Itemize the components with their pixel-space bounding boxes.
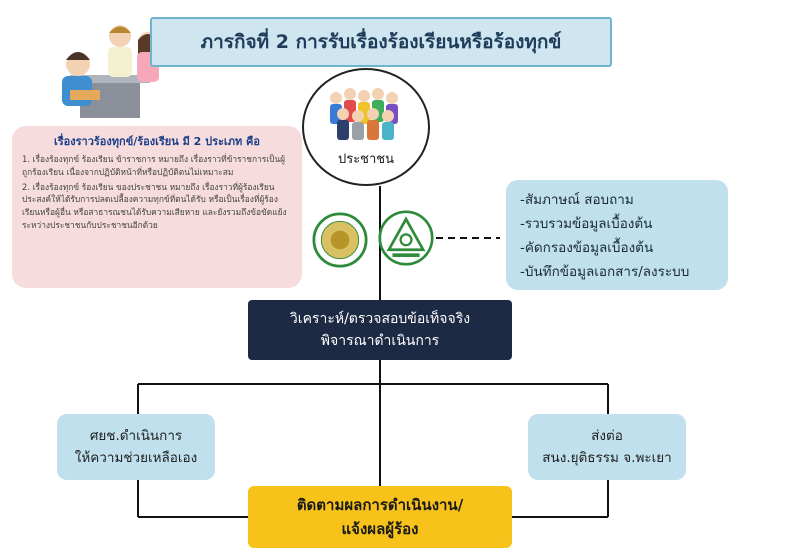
analyze-line-2: พิจารณาดำเนินการ <box>320 333 440 349</box>
complaint-types-box: เรื่องราวร้องทุกข์/ร้องเรียน มี 2 ประเภท… <box>12 126 302 288</box>
intake-steps-box: -สัมภาษณ์ สอบถาม -รวบรวมข้อมูลเบื้องต้น … <box>506 180 728 290</box>
self-help-box: ศยช.ดำเนินการ ให้ความช่วยเหลือเอง <box>57 414 215 480</box>
self-help-line-2: ให้ความช่วยเหลือเอง <box>74 450 198 466</box>
forward-line-1: ส่งต่อ <box>591 428 623 444</box>
page-title: ภารกิจที่ 2 การรับเรื่องร้องเรียนหรือร้อ… <box>150 17 612 67</box>
people-label: ประชาชน <box>337 152 395 167</box>
complaint-type-2: 2. เรื่องร้องทุกข์ ร้องเรียน ของประชาชน … <box>22 181 287 230</box>
analyze-line-1: วิเคราะห์/ตรวจสอบข้อเท็จจริง <box>289 311 471 327</box>
officers-cartoon <box>62 25 159 118</box>
follow-up-line-2: แจ้งผลผู้ร้อง <box>341 520 419 538</box>
forward-line-2: สนง.ยุติธรรม จ.พะเยา <box>542 450 672 466</box>
justice-center-logo <box>378 210 434 266</box>
forward-box: ส่งต่อ สนง.ยุติธรรม จ.พะเยา <box>528 414 686 480</box>
intake-step: -บันทึกข้อมูลเอกสาร/ลงระบบ <box>520 264 690 280</box>
follow-up-line-1: ติดตามผลการดำเนินงาน/ <box>296 496 464 514</box>
ministry-seal-logo <box>312 212 368 268</box>
complaint-type-1: 1. เรื่องร้องทุกข์ ร้องเรียน ข้าราชการ ห… <box>22 154 286 177</box>
self-help-line-1: ศยช.ดำเนินการ <box>89 428 183 444</box>
people-circle <box>302 68 430 186</box>
intake-step: -คัดกรองข้อมูลเบื้องต้น <box>520 240 654 256</box>
follow-up-box: ติดตามผลการดำเนินงาน/ แจ้งผลผู้ร้อง <box>248 486 512 548</box>
people-crowd-icon <box>330 88 398 140</box>
intake-step: -รวบรวมข้อมูลเบื้องต้น <box>520 216 653 232</box>
complaint-types-title: เรื่องราวร้องทุกข์/ร้องเรียน มี 2 ประเภท… <box>53 135 260 148</box>
intake-step: -สัมภาษณ์ สอบถาม <box>520 192 634 208</box>
analyze-box: วิเคราะห์/ตรวจสอบข้อเท็จจริง พิจารณาดำเน… <box>248 300 512 360</box>
